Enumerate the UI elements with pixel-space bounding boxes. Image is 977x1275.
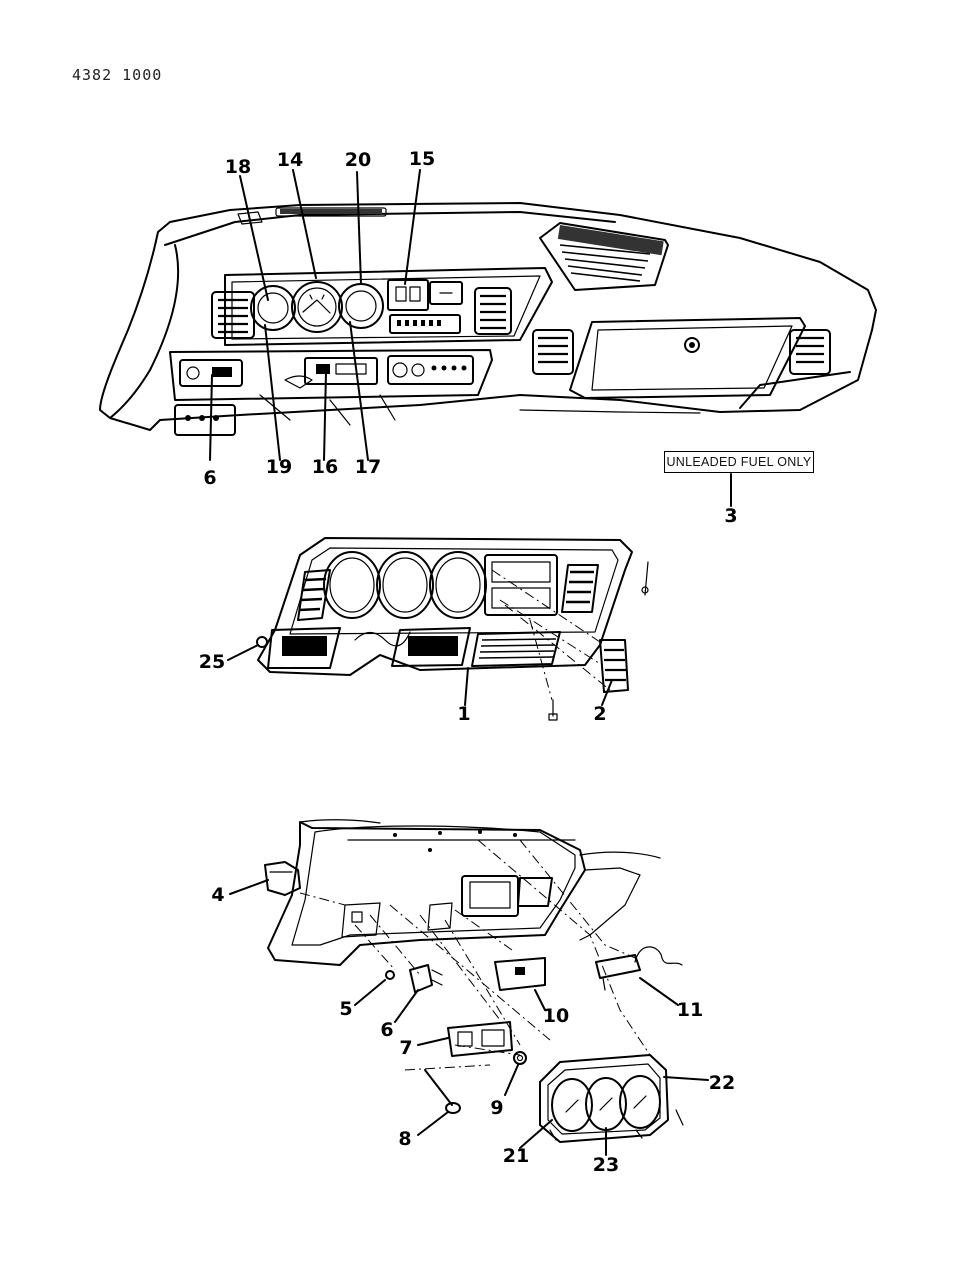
callout-18: 18 — [224, 156, 252, 178]
callout-6-bottom: 6 — [380, 1019, 394, 1041]
callout-2: 2 — [593, 703, 607, 725]
callout-9: 9 — [490, 1097, 504, 1119]
callout-8: 8 — [398, 1128, 412, 1150]
callout-20: 20 — [344, 149, 372, 171]
document-code: 4382 1000 — [72, 66, 163, 84]
callout-19: 19 — [265, 456, 293, 478]
callout-14: 14 — [276, 149, 304, 171]
callout-7: 7 — [399, 1037, 413, 1059]
callout-11: 11 — [676, 999, 704, 1021]
callout-17: 17 — [354, 456, 382, 478]
callout-15: 15 — [408, 148, 436, 170]
callout-25: 25 — [198, 651, 226, 673]
instrument-panel-assembly — [99, 169, 877, 507]
callout-4: 4 — [211, 884, 225, 906]
callout-10: 10 — [542, 1005, 570, 1027]
cluster-exploded-view — [229, 819, 709, 1156]
callout-3: 3 — [724, 505, 738, 527]
callout-21: 21 — [502, 1145, 530, 1167]
callout-1: 1 — [457, 703, 471, 725]
callout-22: 22 — [708, 1072, 736, 1094]
callout-5: 5 — [339, 998, 353, 1020]
callout-16: 16 — [311, 456, 339, 478]
callout-23: 23 — [592, 1154, 620, 1176]
unleaded-fuel-label: UNLEADED FUEL ONLY — [664, 451, 814, 473]
callout-6-top: 6 — [203, 467, 217, 489]
cluster-bezel-assembly — [227, 537, 649, 721]
